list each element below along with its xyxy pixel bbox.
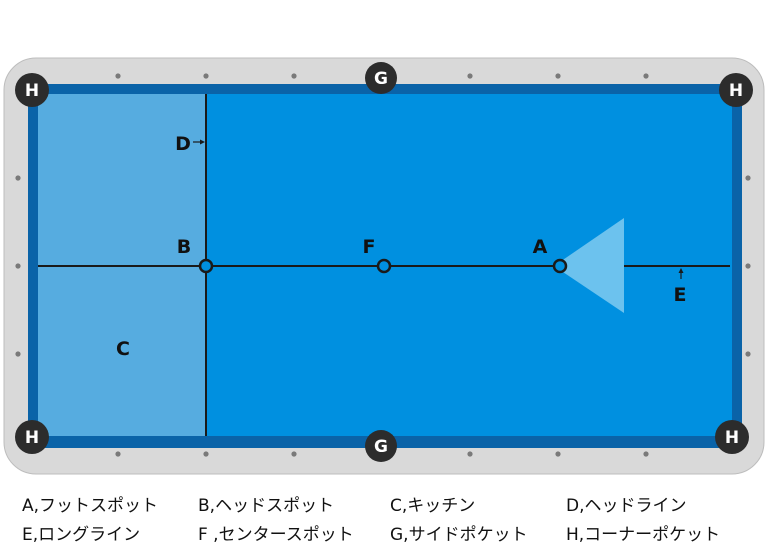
e-arrowhead bbox=[678, 268, 684, 273]
legend-g: G,サイドポケット bbox=[390, 525, 528, 545]
legend-e: E,ロングライン bbox=[22, 525, 141, 545]
rail-diamond bbox=[15, 263, 21, 269]
svg-text:H: H bbox=[25, 428, 39, 448]
side-pocket-bottom: G bbox=[365, 430, 397, 462]
marker-f: F bbox=[363, 236, 376, 258]
corner-pocket-top-left: H bbox=[15, 73, 49, 107]
rail-diamond bbox=[555, 73, 561, 79]
rail-diamond bbox=[745, 175, 751, 181]
svg-text:G: G bbox=[374, 69, 388, 89]
marker-c: C bbox=[116, 338, 130, 360]
rail-diamond bbox=[115, 451, 121, 457]
corner-pocket-top-right: H bbox=[719, 73, 753, 107]
rail-diamond bbox=[745, 263, 751, 269]
svg-text:H: H bbox=[725, 428, 739, 448]
rail-diamond bbox=[203, 73, 209, 79]
d-arrowhead bbox=[200, 139, 205, 145]
legend-h: H,コーナーポケット bbox=[566, 525, 721, 545]
head-spot bbox=[198, 258, 214, 274]
svg-text:H: H bbox=[25, 81, 39, 101]
marker-e: E bbox=[674, 284, 687, 306]
marker-a: A bbox=[533, 236, 548, 258]
rail-diamond bbox=[467, 451, 473, 457]
rail-diamond bbox=[643, 73, 649, 79]
rail-diamond bbox=[15, 175, 21, 181]
legend-b: B,ヘッドスポット bbox=[198, 496, 335, 516]
legend: A,フットスポット B,ヘッドスポット C,キッチン D,ヘッドライン E,ロン… bbox=[0, 488, 768, 550]
foot-spot bbox=[552, 258, 568, 274]
legend-c: C,キッチン bbox=[390, 496, 476, 516]
rack-triangle bbox=[554, 218, 624, 313]
rail-diamond bbox=[291, 73, 297, 79]
pool-table-diagram: H H H H G G A B C D E F bbox=[3, 57, 765, 475]
rail-diamond bbox=[115, 73, 121, 79]
rail-diamond bbox=[643, 451, 649, 457]
legend-a: A,フットスポット bbox=[22, 496, 159, 516]
side-pocket-top: G bbox=[365, 62, 397, 94]
rail-diamond bbox=[555, 451, 561, 457]
legend-d: D,ヘッドライン bbox=[566, 496, 687, 516]
rail-diamond bbox=[15, 351, 21, 357]
rail-diamond bbox=[291, 451, 297, 457]
legend-f: F ,センタースポット bbox=[198, 525, 354, 545]
rail-diamond bbox=[467, 73, 473, 79]
center-spot bbox=[376, 258, 392, 274]
marker-d: D bbox=[175, 133, 191, 155]
rail-diamond bbox=[203, 451, 209, 457]
corner-pocket-bottom-right: H bbox=[715, 420, 749, 454]
rail-diamond bbox=[745, 351, 751, 357]
svg-text:H: H bbox=[729, 81, 743, 101]
corner-pocket-bottom-left: H bbox=[15, 420, 49, 454]
svg-text:G: G bbox=[374, 437, 388, 457]
rail-diamonds bbox=[15, 73, 751, 457]
marker-b: B bbox=[177, 236, 191, 258]
